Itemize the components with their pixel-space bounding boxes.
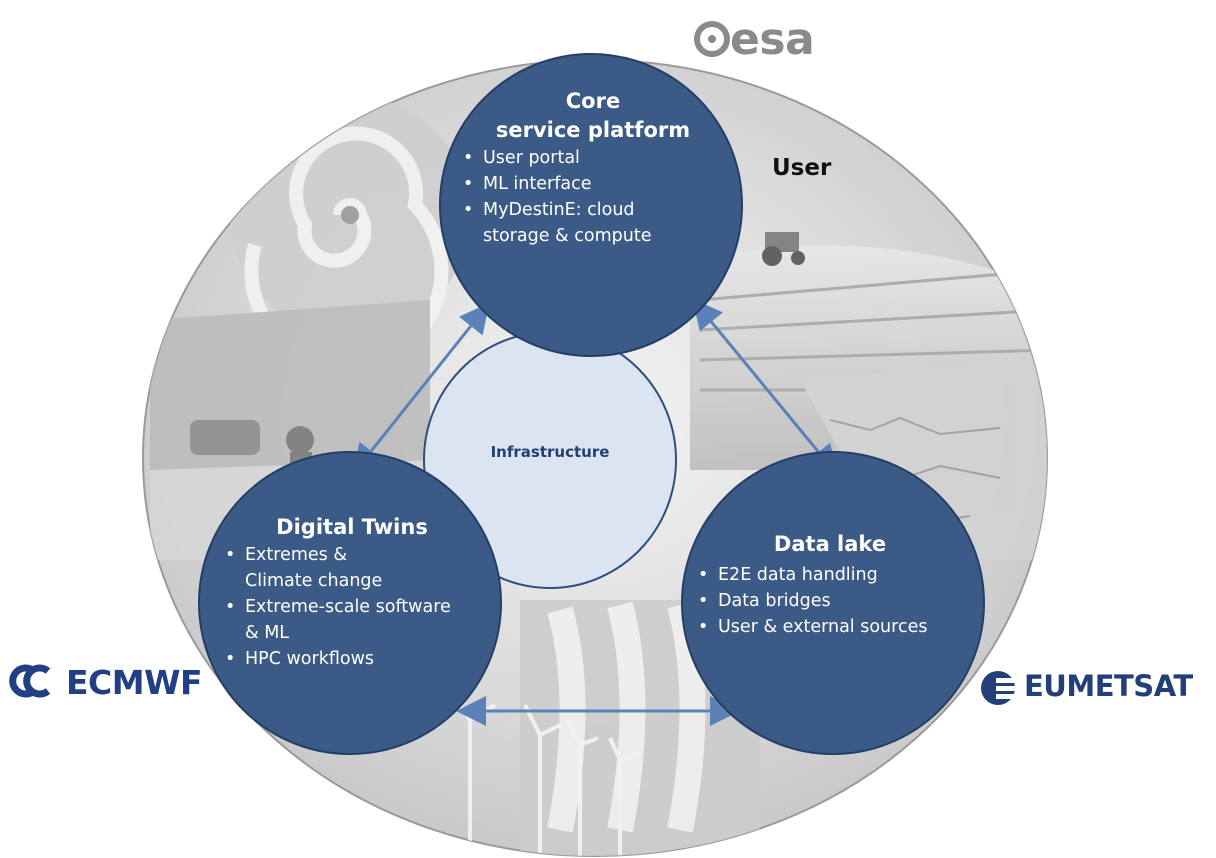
- esa-logo-text: esa: [730, 14, 815, 65]
- lake-item-3: User & external sources: [695, 614, 985, 640]
- twins-item-4: & ML: [245, 623, 290, 643]
- ecmwf-logo-text: ECMWF: [66, 663, 203, 702]
- infrastructure-label: Infrastructure: [490, 443, 610, 461]
- connection-arrows: [352, 298, 838, 726]
- data-lake-node: Data lake E2E data handling Data bridges…: [695, 530, 985, 640]
- twins-item-5: HPC workflows: [222, 646, 512, 672]
- core-title-line1: Core: [565, 89, 621, 113]
- twins-item-1: Extremes &: [222, 542, 512, 568]
- ecmwf-logo: ECMWF: [66, 663, 203, 702]
- core-item-4: storage & compute: [483, 226, 652, 246]
- twins-item-2: Climate change: [245, 571, 383, 591]
- arrow-core-to-lake: [692, 298, 838, 476]
- core-list: User portal ML interface MyDestinE: clou…: [460, 145, 738, 249]
- esa-logo-icon: [694, 21, 730, 57]
- lake-item-1: E2E data handling: [695, 562, 985, 588]
- lake-title: Data lake: [773, 532, 887, 556]
- eumetsat-logo: EUMETSAT: [1024, 669, 1193, 703]
- core-item-1: User portal: [460, 145, 738, 171]
- core-item-2: ML interface: [460, 171, 738, 197]
- esa-logo: esa: [730, 14, 815, 65]
- eumetsat-logo-text: EUMETSAT: [1024, 669, 1193, 703]
- core-platform-node: Core service platform User portal ML int…: [448, 87, 738, 249]
- eumetsat-logo-icon: [981, 671, 1018, 705]
- lake-list: E2E data handling Data bridges User & ex…: [695, 562, 985, 640]
- user-label: User: [772, 155, 832, 181]
- digital-twins-node: Digital Twins Extremes & Climate change …: [222, 513, 512, 672]
- ecmwf-logo-icon: [9, 664, 51, 698]
- twins-list: Extremes & Climate change Extreme-scale …: [222, 542, 512, 672]
- core-item-3: MyDestinE: cloud: [460, 197, 738, 223]
- twins-item-3: Extreme-scale software: [222, 594, 512, 620]
- twins-title: Digital Twins: [276, 515, 428, 539]
- core-title-line2: service platform: [495, 118, 691, 142]
- lake-item-2: Data bridges: [695, 588, 985, 614]
- arrow-core-to-twins: [352, 302, 490, 475]
